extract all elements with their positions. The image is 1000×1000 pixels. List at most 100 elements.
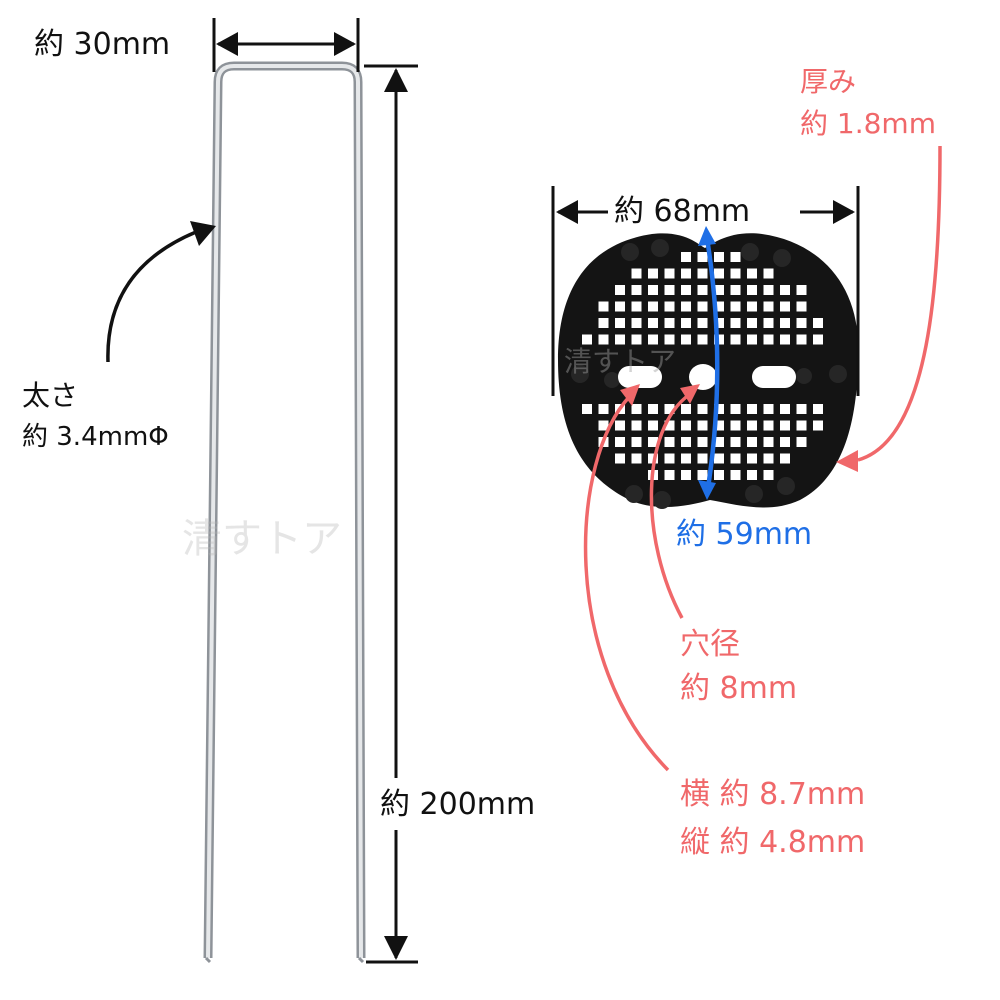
- washer-grid-hole: [582, 404, 592, 414]
- washer-grid-hole: [796, 420, 807, 431]
- washer-grid-hole: [780, 285, 790, 295]
- washer-grid-hole: [747, 301, 757, 312]
- washer-grid-hole: [697, 318, 708, 328]
- washer-grid-hole: [747, 437, 757, 447]
- washer-grid-hole: [730, 420, 741, 431]
- hole-value: 約 8mm: [680, 671, 798, 706]
- washer-grid-hole: [730, 453, 741, 464]
- washer-grid-hole: [796, 334, 807, 345]
- washer-grid-hole: [714, 285, 724, 295]
- washer-grid-hole: [631, 404, 642, 414]
- watermark-washer: 清すトア: [564, 345, 677, 378]
- washer-height-label: 約 59mm: [676, 517, 813, 552]
- washer: [558, 233, 859, 509]
- washer-grid-hole: [681, 470, 691, 480]
- washer-grid-hole: [631, 334, 642, 345]
- washer-grid-hole: [598, 334, 609, 345]
- washer-grid-hole: [631, 453, 642, 464]
- pin-thickness-title: 太さ: [22, 379, 79, 412]
- washer-grid-hole: [763, 285, 774, 295]
- pin-thickness-arrowhead: [190, 221, 216, 246]
- washer-grid-hole: [697, 334, 708, 345]
- washer-grid-hole: [615, 437, 625, 447]
- washer-grid-hole: [714, 301, 724, 312]
- washer-grid-hole: [697, 301, 708, 312]
- washer-thickness-pointer: [857, 145, 942, 462]
- hole-pointer: [649, 392, 692, 619]
- washer-grid-hole: [730, 252, 741, 262]
- washer-grid-hole: [796, 404, 807, 414]
- washer-grid-hole: [697, 420, 708, 431]
- washer-height-dimension: [698, 226, 720, 500]
- washer-grid-hole: [763, 420, 774, 431]
- washer-grid-hole: [615, 285, 625, 295]
- slot-pointer: [583, 394, 670, 772]
- washer-grid-hole: [780, 301, 790, 312]
- washer-grid-hole: [747, 285, 757, 295]
- washer-grid-hole: [763, 268, 774, 279]
- washer-grid-hole: [730, 470, 741, 480]
- washer-grid-hole: [697, 453, 708, 464]
- washer-grid-hole: [598, 420, 609, 431]
- washer-grid-hole: [747, 318, 757, 328]
- washer-grid-hole: [631, 318, 642, 328]
- washer-grid-hole: [615, 334, 625, 345]
- washer-diameter-label: 約 68mm: [614, 194, 751, 229]
- washer-grid-hole: [631, 437, 642, 447]
- washer-grid-hole: [780, 404, 790, 414]
- washer-grid-hole: [714, 268, 724, 279]
- washer-grid-hole: [763, 437, 774, 447]
- washer-grid-hole: [697, 252, 708, 262]
- washer-grid-hole: [780, 437, 790, 447]
- pin-width-dimension: [212, 18, 360, 72]
- washer-grid-hole: [747, 420, 757, 431]
- washer-grid-hole: [681, 334, 691, 345]
- washer-grid-hole: [681, 420, 691, 431]
- pin-thickness-pointer: [106, 230, 197, 363]
- washer-grid-hole: [747, 404, 757, 414]
- washer-grid-hole: [813, 404, 823, 414]
- washer-grid-hole: [813, 420, 823, 431]
- washer-grid-hole: [664, 268, 675, 279]
- washer-grid-hole: [648, 285, 658, 295]
- washer-grid-hole: [648, 268, 658, 279]
- washer-grid-hole: [648, 420, 658, 431]
- washer-grid-hole: [664, 285, 675, 295]
- washer-grid-hole: [763, 301, 774, 312]
- washer-grid-hole: [714, 252, 724, 262]
- washer-diameter-dimension: [551, 186, 860, 396]
- washer-grid-hole: [730, 318, 741, 328]
- washer-grid-hole: [763, 318, 774, 328]
- washer-grid-hole: [813, 334, 823, 345]
- washer-grid-hole: [664, 470, 675, 480]
- washer-grid-hole: [664, 301, 675, 312]
- washer-grid-hole: [681, 268, 691, 279]
- washer-grid-hole: [730, 268, 741, 279]
- washer-grid-hole: [681, 318, 691, 328]
- washer-grid-hole: [631, 285, 642, 295]
- washer-grid-hole: [714, 437, 724, 447]
- hole-title: 穴径: [680, 627, 740, 662]
- washer-grid-hole: [763, 470, 774, 480]
- washer-grid-hole: [763, 334, 774, 345]
- washer-grid-hole: [648, 437, 658, 447]
- washer-grid-hole: [697, 285, 708, 295]
- washer-thickness-value: 約 1.8mm: [800, 107, 936, 140]
- washer-grid-hole: [730, 404, 741, 414]
- washer-grid-hole: [681, 301, 691, 312]
- washer-grid-hole: [648, 318, 658, 328]
- pin-length-label: 約 200mm: [380, 787, 536, 822]
- pin-length-dimension: [364, 64, 418, 964]
- u-pin: [203, 61, 366, 964]
- slot-arrowhead: [620, 384, 640, 406]
- washer-grid-hole: [730, 334, 741, 345]
- washer-grid-hole: [664, 334, 675, 345]
- washer-grid-hole: [714, 318, 724, 328]
- washer-grid-hole: [714, 404, 724, 414]
- washer-grid-hole: [780, 420, 790, 431]
- washer-grid-hole: [747, 268, 757, 279]
- washer-grid-hole: [598, 404, 609, 414]
- watermark-pin: 清すトア: [182, 516, 342, 562]
- washer-grid-hole: [780, 318, 790, 328]
- washer-grid-hole: [714, 470, 724, 480]
